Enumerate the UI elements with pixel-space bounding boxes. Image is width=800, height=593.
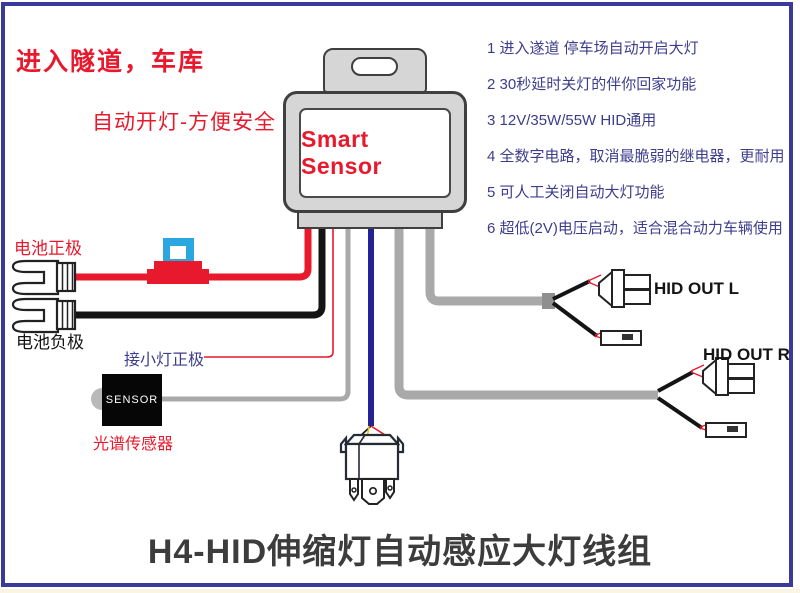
parking-lamp-wire	[204, 228, 334, 358]
bottom-edge-strip	[0, 589, 800, 593]
battery-positive-label: 电池正极	[14, 239, 82, 258]
fuse-holder	[147, 238, 209, 284]
sensor-chip: SENSOR	[102, 374, 162, 426]
hid-right-assembly	[656, 357, 755, 438]
relay-mounting-hole	[351, 57, 398, 76]
parking-lamp-positive-label: 接小灯正极	[124, 352, 205, 369]
feature-list: 1 进入遂道 停车场自动开启大灯 2 30秒延时关灯的伴你回家功能 3 12V/…	[487, 31, 785, 247]
hid-left-socket	[598, 269, 651, 309]
hid-out-left-label: HID OUT L	[654, 279, 739, 298]
feature-item: 3 12V/35W/55W HID通用	[487, 112, 657, 129]
battery-negative-wire	[70, 228, 326, 319]
feature-item: 1 进入遂道 停车场自动开启大灯	[487, 40, 699, 57]
headline-auto-light: 自动开灯-方便安全	[92, 111, 276, 134]
hid-right-flat-connector	[705, 422, 747, 438]
spectrum-sensor-label: 光谱传感器	[93, 436, 174, 453]
headline-tunnel-garage: 进入隧道，车库	[16, 48, 206, 76]
smart-sensor-label: Smart Sensor	[299, 108, 451, 198]
hid-right-wire	[394, 228, 658, 400]
hid-left-assembly	[542, 269, 651, 346]
feature-item: 6 超低(2V)电压启动，适合混合动力车辆使用	[487, 220, 783, 237]
feature-item: 4 全数字电路，取消最脆弱的继电器，更耐用	[487, 148, 785, 165]
fork-terminal-positive	[11, 259, 77, 296]
hid-left-flat-connector	[600, 330, 642, 346]
battery-negative-label: 电池负极	[16, 333, 84, 352]
product-title: H4-HID伸缩灯自动感应大灯线组	[147, 533, 653, 571]
battery-positive-wire	[70, 228, 312, 281]
relay-connector-base	[297, 211, 443, 229]
hid-out-right-label: HID OUT R	[703, 345, 790, 364]
feature-item: 2 30秒延时关灯的伴你回家功能	[487, 76, 697, 93]
sensor-wire	[155, 228, 351, 402]
feature-item: 5 可人工关闭自动大灯功能	[487, 184, 665, 201]
h4-plug	[339, 425, 405, 505]
